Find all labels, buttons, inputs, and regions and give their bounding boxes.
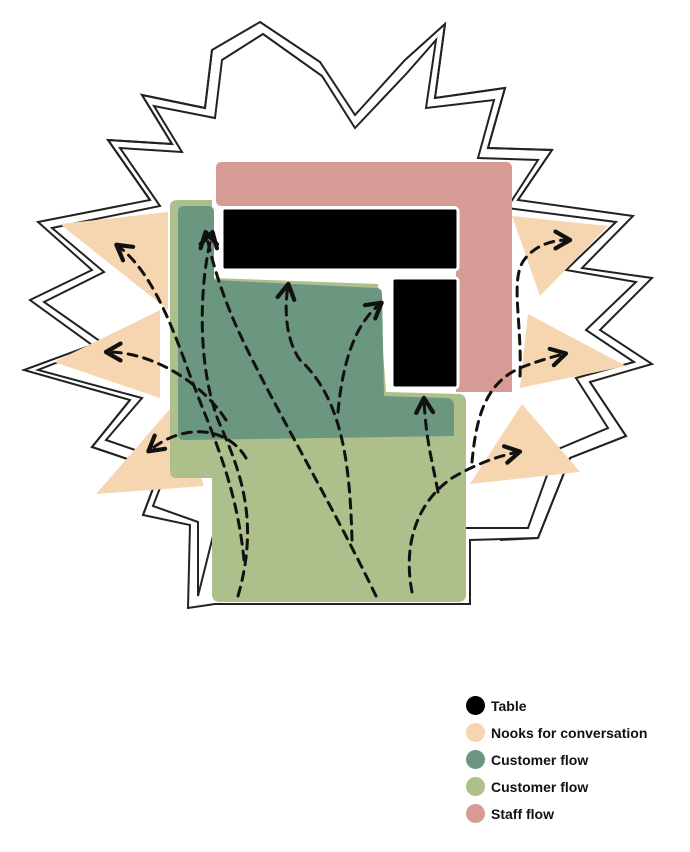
flow-arrow (198, 229, 378, 598)
table-long (220, 206, 460, 272)
legend-swatch-customer-flow-light (466, 777, 485, 796)
legend: Table Nooks for conversation Customer fl… (466, 692, 647, 827)
flow-arrow (407, 444, 523, 594)
legend-item-customer-flow-light: Customer flow (466, 773, 647, 800)
flow-arrow (515, 229, 573, 378)
legend-swatch-customer-flow-dark (466, 750, 485, 769)
flow-arrow (114, 242, 246, 562)
legend-label: Customer flow (491, 778, 589, 795)
legend-swatch-staff-flow (466, 804, 485, 823)
flow-arrow (198, 229, 250, 598)
spike-detail-right (433, 23, 554, 201)
nook-right-top (512, 216, 608, 296)
legend-item-staff-flow: Staff flow (466, 800, 647, 827)
legend-label: Table (491, 697, 527, 714)
legend-item-nooks: Nooks for conversation (466, 719, 647, 746)
nook-right-bottom (470, 404, 580, 484)
flow-arrow (103, 341, 228, 422)
table-short (390, 276, 460, 390)
legend-label: Nooks for conversation (491, 724, 648, 741)
legend-label: Customer flow (491, 751, 589, 768)
legend-label: Staff flow (491, 805, 554, 822)
tables (220, 206, 460, 390)
spike-detail-bottom-left (90, 399, 162, 516)
legend-item-table: Table (466, 692, 647, 719)
flow-arrow (470, 346, 569, 464)
nook-right-middle (520, 314, 626, 388)
flow-arrow (275, 281, 354, 542)
spike-detail-left (105, 49, 213, 201)
flow-arrow (336, 300, 384, 414)
legend-item-customer-flow-dark: Customer flow (466, 746, 647, 773)
spike-detail-bottom-right (499, 381, 628, 541)
flow-arrow (414, 395, 440, 494)
flow-arrow (146, 430, 248, 460)
legend-swatch-nooks (466, 723, 485, 742)
flow-arrows (103, 229, 573, 598)
nook-left-top (60, 212, 168, 310)
staff-flow-area (216, 162, 512, 392)
customer-flow-dark-area (178, 206, 454, 440)
legend-swatch-table (466, 696, 485, 715)
